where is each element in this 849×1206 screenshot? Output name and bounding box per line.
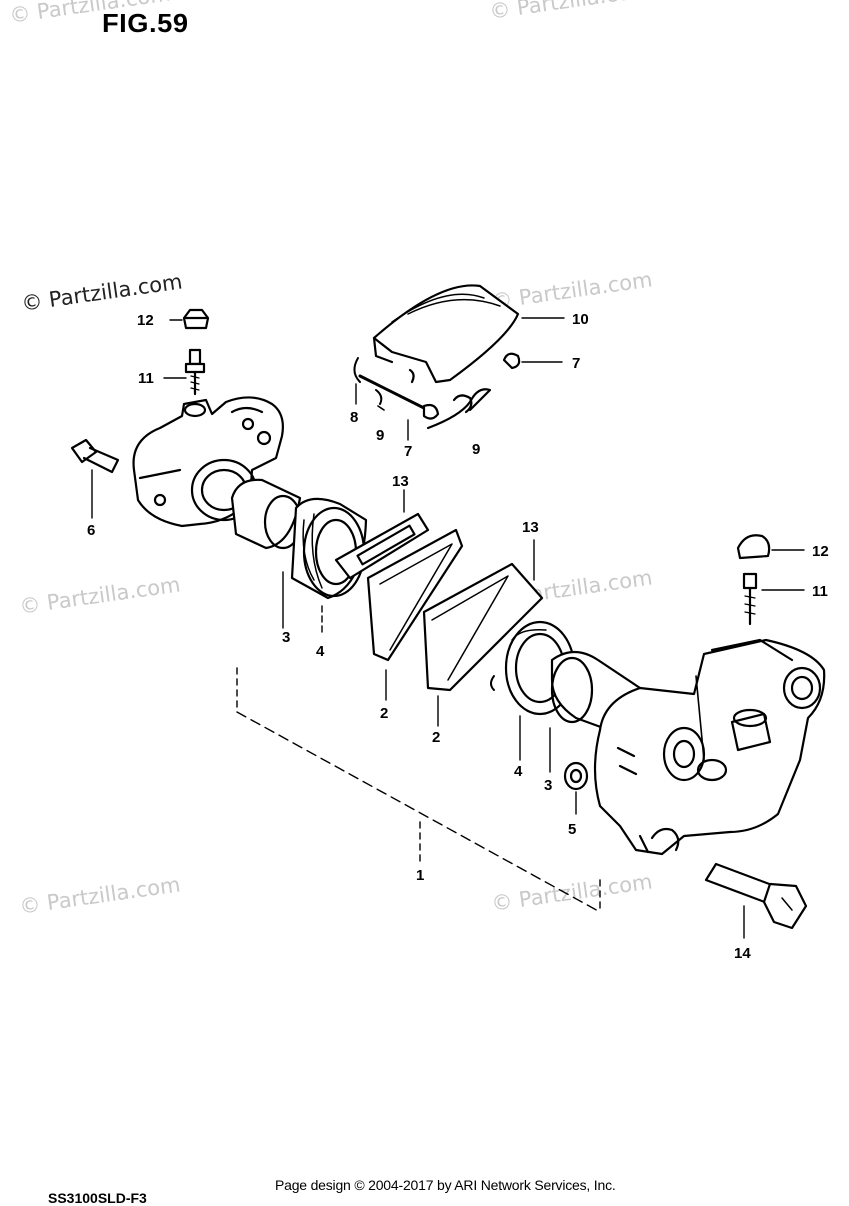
pad-pin-upper <box>502 352 563 370</box>
callout-7-lower: 7 <box>404 443 412 460</box>
retaining-clip-left <box>375 389 385 411</box>
brake-pad-right <box>422 562 544 727</box>
caliper-body-right <box>593 638 826 856</box>
callout-12-left: 12 <box>137 312 154 329</box>
callout-9-left: 9 <box>376 427 384 444</box>
callout-5: 5 <box>568 821 576 838</box>
cap-nut-right <box>736 534 805 560</box>
piston-left <box>230 478 303 629</box>
callout-1: 1 <box>416 867 424 884</box>
bleeder-screw-left <box>163 348 206 396</box>
caliper-bolt <box>70 438 120 519</box>
callout-10: 10 <box>572 311 589 328</box>
callout-6: 6 <box>87 522 95 539</box>
pad-shim-left <box>334 489 430 580</box>
callout-11-left: 11 <box>138 370 154 387</box>
callout-9-right: 9 <box>472 441 480 458</box>
callout-14: 14 <box>734 945 751 962</box>
footer-copyright: Page design © 2004-2017 by ARI Network S… <box>275 1177 616 1193</box>
callout-8: 8 <box>350 409 358 426</box>
callout-13-right: 13 <box>522 519 539 536</box>
callout-labels: 12 11 6 3 4 13 2 13 2 4 3 5 1 10 7 8 9 7… <box>87 311 829 962</box>
callout-11-right: 11 <box>812 583 828 600</box>
figure-title: FIG.59 <box>101 8 189 38</box>
pin-clip <box>353 357 361 405</box>
callout-4-right: 4 <box>514 763 523 780</box>
retaining-clip-right <box>408 368 492 430</box>
callout-12-right: 12 <box>812 543 829 560</box>
cap-nut-left <box>169 308 210 330</box>
diagram-code: SS3100SLD-F3 <box>48 1190 147 1206</box>
brake-pad-left <box>366 528 464 701</box>
callout-4-left: 4 <box>316 643 325 660</box>
pad-spring <box>372 284 565 384</box>
o-ring <box>563 761 589 815</box>
bleeder-screw-right <box>742 572 805 626</box>
mounting-bolt <box>704 862 808 939</box>
callout-3-right: 3 <box>544 777 552 794</box>
callout-3-left: 3 <box>282 629 290 646</box>
callout-13-left: 13 <box>392 473 409 490</box>
callout-7-upper: 7 <box>572 355 580 372</box>
callout-2-right: 2 <box>432 729 440 746</box>
pad-pin-lower <box>358 374 440 441</box>
callout-2-left: 2 <box>380 705 388 722</box>
caliper-assembly-bracket <box>236 667 601 913</box>
